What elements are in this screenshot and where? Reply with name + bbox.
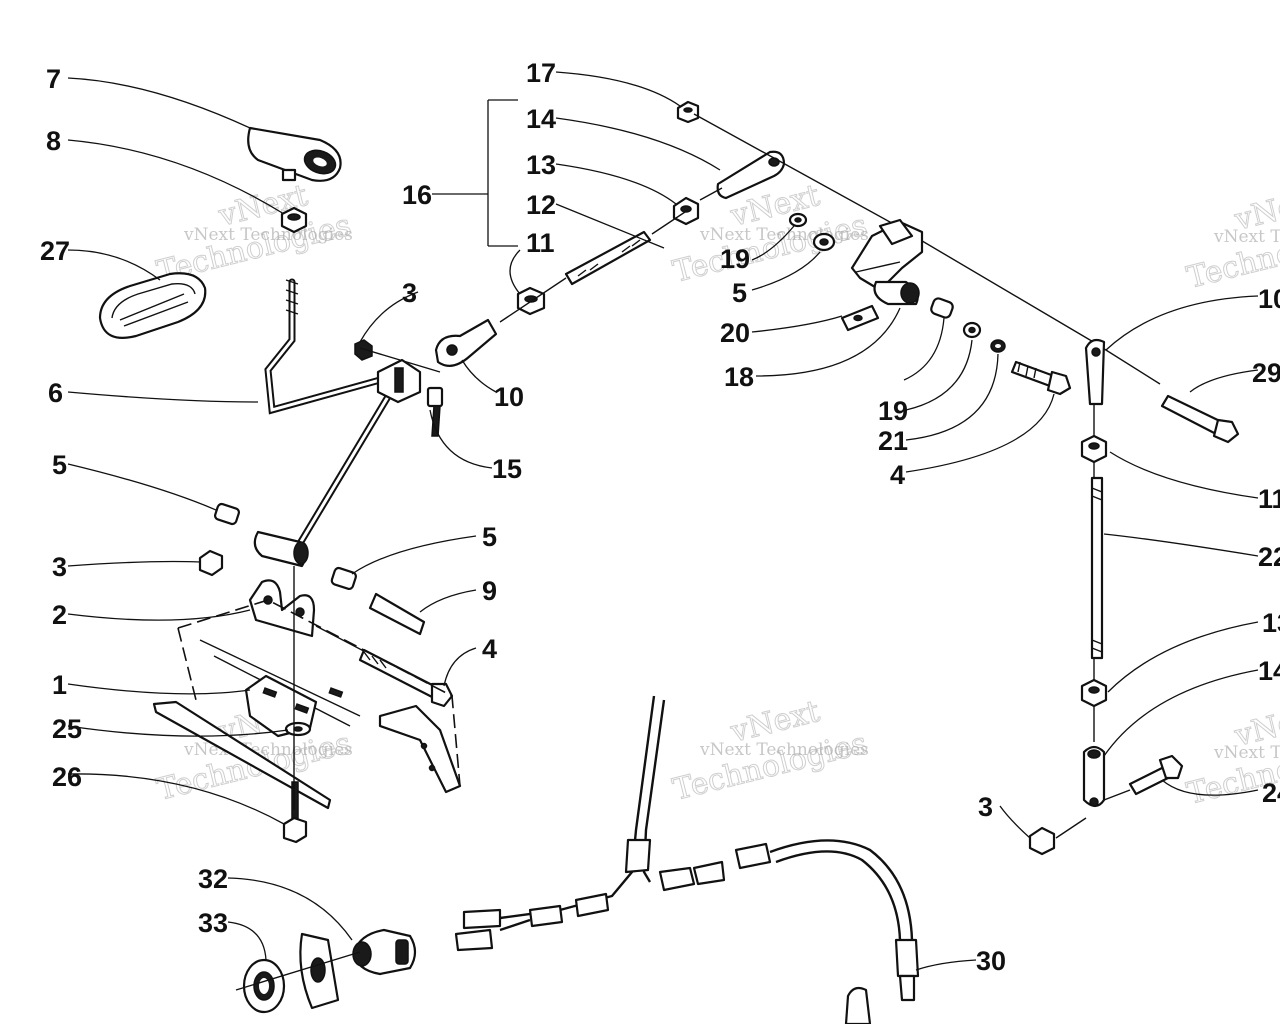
rod-end-14-upper <box>716 150 786 200</box>
callout-9: 9 <box>482 576 497 606</box>
callout-24: 24 <box>1262 778 1280 808</box>
switch-32 <box>352 928 417 976</box>
callout-25: 25 <box>52 714 82 744</box>
callout-3-right: 3 <box>978 792 993 822</box>
pivot-bushing <box>253 530 309 568</box>
callout-4: 4 <box>890 460 905 490</box>
svg-text:vNext: vNext <box>1230 182 1280 238</box>
callout-32: 32 <box>198 864 228 894</box>
callout-12: 12 <box>526 190 556 220</box>
switch-axis <box>235 951 361 991</box>
wire-harness <box>454 695 772 952</box>
washer-19-mid <box>962 321 982 339</box>
bolt-26 <box>282 781 308 844</box>
shift-boot <box>98 272 207 339</box>
callout-29: 29 <box>1252 358 1280 388</box>
callout-14-right: 14 <box>1258 656 1280 686</box>
svg-text:vNext Technologies: vNext Technologies <box>183 225 353 245</box>
nut-11-right <box>1080 434 1108 464</box>
bolt-4-lower <box>315 625 454 708</box>
callout-numbers: 7 8 27 6 3 10 15 16 14 13 12 11 17 19 20… <box>40 58 1280 976</box>
watermark-bottom-center: vNext Technologies vNext Technologies <box>669 694 871 809</box>
bolt-15 <box>426 386 444 437</box>
callout-17: 17 <box>526 58 556 88</box>
pivot-block-center <box>850 218 924 292</box>
watermark-top-right: vNext Technologies vNext Technologies <box>1183 182 1280 297</box>
washer-21 <box>990 339 1006 353</box>
callout-10: 10 <box>494 382 524 412</box>
sensor-cable-30 <box>769 839 920 1026</box>
sleeve-9 <box>368 592 426 636</box>
callout-10-right: 10 <box>1258 284 1280 314</box>
callout-4-lower: 4 <box>482 634 497 664</box>
callout-6: 6 <box>48 378 63 408</box>
svg-text:vNext Technologies: vNext Technologies <box>1213 227 1280 247</box>
spacer-5-upper <box>812 232 836 252</box>
nut-left-3 <box>198 549 224 577</box>
washer-19-upper <box>788 212 808 228</box>
pin-20 <box>840 304 880 332</box>
callout-5-center: 5 <box>482 522 497 552</box>
bushing-18 <box>873 280 920 306</box>
callout-11-right: 11 <box>1258 484 1280 514</box>
shift-knob <box>247 126 342 182</box>
spacer-5-right <box>330 566 357 591</box>
link-rod-12 <box>564 230 652 286</box>
bolt-29 <box>1160 394 1240 444</box>
nut-17 <box>676 100 700 124</box>
callout-2: 2 <box>52 600 67 630</box>
callout-5: 5 <box>732 278 747 308</box>
callout-8: 8 <box>46 126 61 156</box>
callout-22: 22 <box>1258 542 1280 572</box>
callout-14: 14 <box>526 104 556 134</box>
svg-text:vNext: vNext <box>1230 698 1280 754</box>
callout-11: 11 <box>526 228 555 258</box>
callout-19: 19 <box>720 244 750 274</box>
leader-lines <box>67 71 1259 971</box>
callout-21: 21 <box>878 426 908 456</box>
bolt-4-upper <box>1010 360 1072 396</box>
svg-text:vNext Technologies: vNext Technologies <box>699 740 869 760</box>
nut-3-right <box>1028 826 1056 856</box>
callout-19-lower: 19 <box>878 396 908 426</box>
gasket-33 <box>242 958 286 1014</box>
callout-3: 3 <box>402 278 417 308</box>
washer-25 <box>284 721 312 737</box>
bolt-24 <box>1128 754 1184 796</box>
link-rod-22 <box>1090 476 1104 660</box>
callout-18: 18 <box>724 362 754 392</box>
callout-1: 1 <box>52 670 67 700</box>
callout-27: 27 <box>40 236 70 266</box>
rod-end-10-left <box>434 318 498 367</box>
callout-26: 26 <box>52 762 82 792</box>
right-axis <box>1055 404 1131 839</box>
lever-clevis <box>376 358 422 404</box>
callout-5-left: 5 <box>52 450 67 480</box>
nut-13-right <box>1080 678 1108 708</box>
callout-30: 30 <box>976 946 1006 976</box>
callout-20: 20 <box>720 318 750 348</box>
rod-end-10-right <box>1084 338 1106 406</box>
spacer-5-mid <box>930 297 954 319</box>
shift-lever-rod <box>264 278 396 564</box>
callout-16: 16 <box>402 180 432 210</box>
nut-3-upper <box>354 339 373 361</box>
callout-13-right: 13 <box>1262 608 1280 638</box>
rod-end-14-right <box>1082 745 1106 808</box>
callout-15: 15 <box>492 454 522 484</box>
knob-nut <box>280 206 308 234</box>
callout-3-left: 3 <box>52 552 67 582</box>
mounting-plate <box>152 599 462 810</box>
callout-7: 7 <box>46 64 61 94</box>
lock-washer <box>299 932 340 1010</box>
svg-text:vNext Technologies: vNext Technologies <box>1213 743 1280 763</box>
callout-13: 13 <box>526 150 556 180</box>
spacer-left <box>214 502 240 526</box>
upper-axis <box>359 113 1161 385</box>
callout-33: 33 <box>198 908 228 938</box>
